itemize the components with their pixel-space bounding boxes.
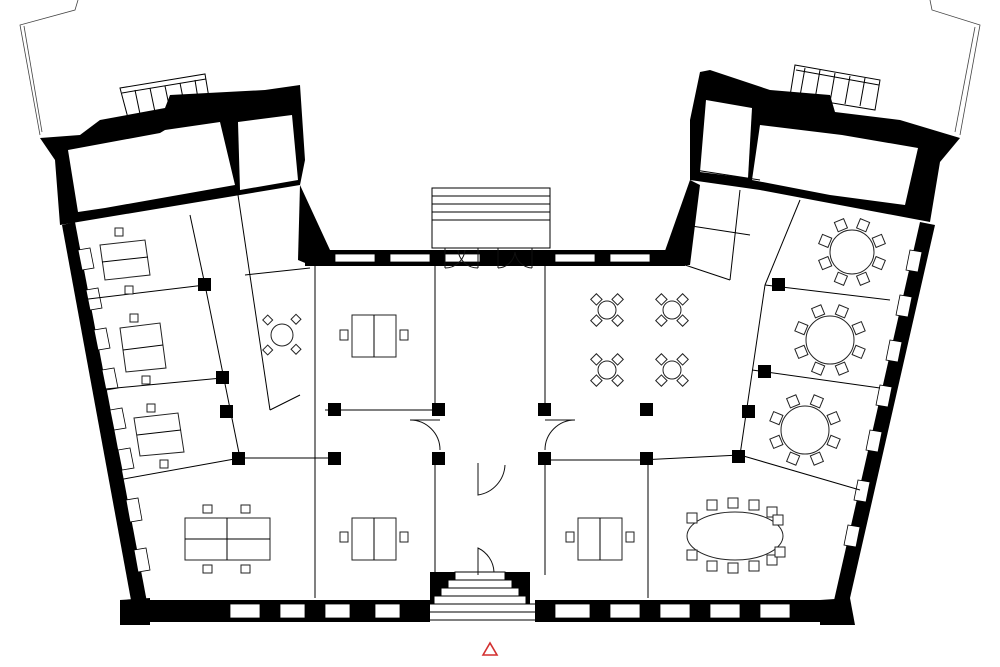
chair xyxy=(809,394,825,409)
chair xyxy=(871,233,886,249)
table-top xyxy=(662,360,682,380)
chair xyxy=(686,512,698,524)
chair xyxy=(833,271,849,286)
top-middle-wall xyxy=(298,180,700,266)
open-office-left-desks xyxy=(184,504,271,574)
office-centre-left-bottom-desks xyxy=(339,517,409,561)
chair xyxy=(676,293,689,306)
chair xyxy=(785,394,801,409)
site-lines xyxy=(19,0,981,136)
chair xyxy=(590,293,603,306)
table-top xyxy=(597,300,617,320)
boardroom-oval-table xyxy=(686,497,786,574)
chair xyxy=(590,353,603,366)
chair xyxy=(826,434,841,450)
chair xyxy=(818,233,833,249)
chair xyxy=(676,314,689,327)
chair xyxy=(655,293,668,306)
meeting-right-tables xyxy=(769,218,886,466)
chair xyxy=(855,271,871,286)
chair xyxy=(748,499,760,511)
chair xyxy=(766,506,778,518)
table-top xyxy=(829,229,875,275)
chair xyxy=(686,549,698,561)
chair xyxy=(851,320,866,336)
chair xyxy=(727,497,739,509)
meeting-right-2-table xyxy=(794,304,866,376)
chair xyxy=(748,560,760,572)
office-centre-left-top-desks xyxy=(339,314,409,358)
chair xyxy=(810,304,826,319)
chair xyxy=(826,410,841,426)
cafe-table-4 xyxy=(655,353,689,387)
chair xyxy=(611,314,624,327)
chair xyxy=(871,255,886,271)
chair xyxy=(590,314,603,327)
table-top xyxy=(597,360,617,380)
left-wing-inner-2 xyxy=(238,115,298,190)
north-arrow-icon xyxy=(481,641,499,656)
meeting-small-left-table xyxy=(262,313,302,356)
chair xyxy=(611,353,624,366)
chair xyxy=(851,344,866,360)
chair xyxy=(769,434,784,450)
chair xyxy=(590,374,603,387)
top-right-exterior-stair xyxy=(789,64,881,111)
table-top xyxy=(805,315,855,365)
chair xyxy=(818,255,833,271)
chair xyxy=(833,218,849,233)
chair xyxy=(809,451,825,466)
meeting-right-3-table xyxy=(769,394,841,466)
meeting-right-1-table xyxy=(818,218,886,286)
chair xyxy=(769,410,784,426)
cafe-table-1 xyxy=(590,293,624,327)
chair xyxy=(655,353,668,366)
front-entrance-stair xyxy=(421,571,539,621)
columns xyxy=(198,278,785,465)
chair xyxy=(676,353,689,366)
chair xyxy=(611,293,624,306)
chair xyxy=(855,218,871,233)
chair xyxy=(785,451,801,466)
office-left-1-desks xyxy=(99,227,151,295)
chair xyxy=(655,314,668,327)
office-centre-right-bottom-desks xyxy=(565,517,635,561)
chair xyxy=(774,546,786,558)
chair xyxy=(810,361,826,376)
chair xyxy=(794,344,809,360)
chair xyxy=(727,562,739,574)
chair xyxy=(706,499,718,511)
chair xyxy=(611,374,624,387)
cafe-table-2 xyxy=(655,293,689,327)
cafe-tables xyxy=(590,293,689,387)
chair xyxy=(794,320,809,336)
table-top xyxy=(780,405,830,455)
left-wing-inner xyxy=(68,122,235,212)
chair xyxy=(834,361,850,376)
chair xyxy=(834,304,850,319)
rear-entrance-stair xyxy=(431,187,551,249)
right-facade xyxy=(830,222,935,620)
table-top xyxy=(662,300,682,320)
cafe-table-3 xyxy=(590,353,624,387)
chair xyxy=(655,374,668,387)
office-left-2-desks xyxy=(119,313,167,385)
chair xyxy=(766,554,778,566)
chair xyxy=(676,374,689,387)
office-left-3-desks xyxy=(133,403,185,469)
chair xyxy=(706,560,718,572)
chair xyxy=(772,514,784,526)
doors xyxy=(409,248,576,575)
